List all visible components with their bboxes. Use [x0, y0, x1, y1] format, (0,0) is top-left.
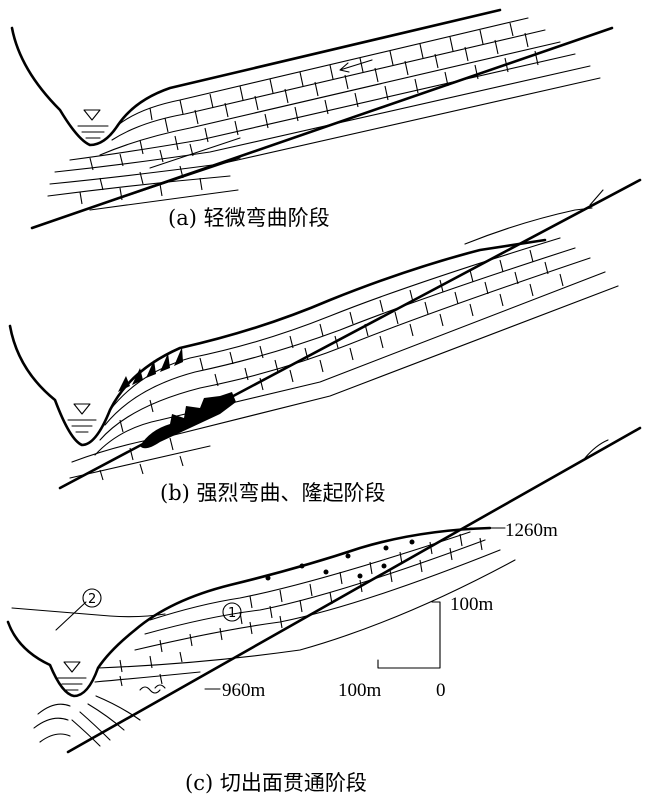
elevation-bottom-label: 960m: [222, 680, 266, 701]
panel-a-bedding-layers: [47, 17, 601, 211]
panel-c-caption: (c) 切出面贯通阶段: [185, 771, 367, 795]
panel-b: (b) 强烈弯曲、隆起阶段: [8, 178, 642, 505]
panel-c-ground-surface: [6, 526, 492, 698]
panel-b-tension-cracks: [118, 347, 183, 392]
elevation-top-label: 1260m: [505, 520, 558, 541]
panel-a-shear-arrow-icon: [339, 59, 373, 73]
scale-horizontal-label: 100m: [338, 680, 382, 701]
panel-a-caption: (a) 轻微弯曲阶段: [168, 206, 330, 230]
panel-c: 2 1 1260m 960m 100m 100m 0 (c) 切出面贯通阶段: [6, 426, 642, 795]
panel-a-ground-surface: [10, 8, 502, 147]
panel-b-caption: (b) 强烈弯曲、隆起阶段: [160, 481, 386, 505]
panel-b-back-scarp: [464, 189, 604, 245]
panel-c-water-level-icon: [57, 661, 87, 691]
marker-1-label: 1: [228, 606, 236, 621]
panel-c-basal-surface: [66, 426, 642, 754]
panel-a-slip-line: [149, 137, 241, 169]
panel-c-back-scarp: [584, 439, 609, 459]
panel-b-water-level-icon: [67, 403, 97, 433]
marker-2-leader: [55, 601, 87, 631]
panel-b-brick-joints: [99, 249, 564, 481]
panel-a-slip-line-2: [99, 157, 241, 206]
panel-a-brick-joints: [79, 22, 539, 205]
panel-c-original-surface: [11, 607, 166, 618]
scale-bar: [377, 601, 441, 669]
panel-c-bedding-layers: [33, 531, 516, 747]
marker-2-label: 2: [88, 592, 96, 607]
panel-b-ground-surface: [8, 238, 547, 447]
panel-a-water-level-icon: [77, 109, 109, 139]
panel-b-void-zone: [140, 392, 236, 449]
panel-a: (a) 轻微弯曲阶段: [10, 8, 614, 230]
marker-2-icon: [82, 588, 102, 608]
panel-c-brick-joints: [119, 533, 483, 687]
panel-c-fragments: [265, 539, 415, 581]
scale-vertical-label: 100m: [450, 594, 494, 615]
panel-c-squeeze-marks: [139, 684, 166, 694]
scale-zero-label: 0: [436, 680, 446, 701]
marker-1-icon: [222, 602, 242, 622]
panel-a-basal-surface: [30, 26, 614, 230]
